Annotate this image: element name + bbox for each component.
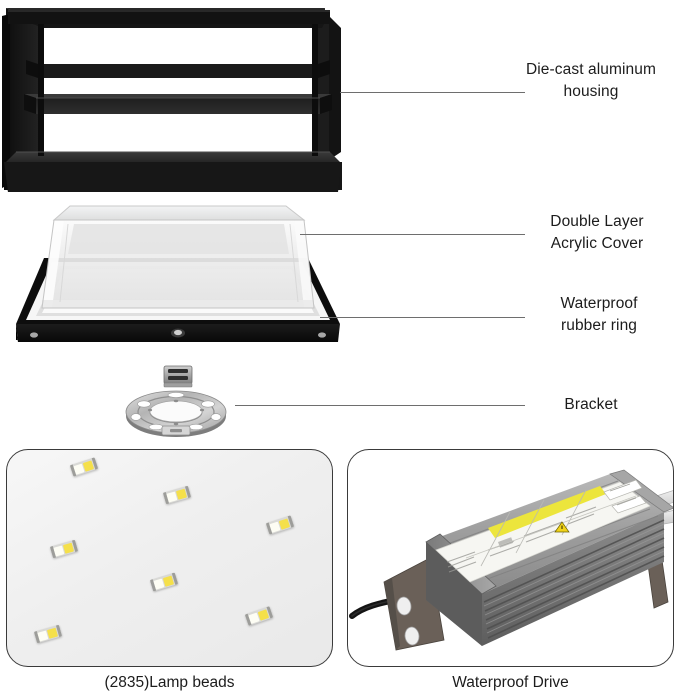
leader-line-acrylic-cover: [300, 234, 525, 235]
bracket-illustration: [125, 365, 227, 437]
lamp-bead: [69, 457, 99, 477]
leader-line-bracket: [235, 405, 525, 406]
driver-illustration: [349, 469, 673, 651]
bracket: [118, 360, 238, 445]
lamp-bead: [149, 572, 179, 592]
lamp-bead: [49, 539, 79, 559]
lamp-beads-panel: [6, 449, 333, 667]
housing-illustration: [2, 8, 342, 192]
waterproof-drive-caption: Waterproof Drive: [452, 674, 569, 691]
die-cast-aluminum-housing: [0, 2, 345, 198]
lamp-bead: [265, 515, 295, 535]
lamp-beads-caption: (2835)Lamp beads: [104, 674, 235, 691]
lamp-bead: [162, 485, 192, 505]
callout-bracket: Bracket: [564, 396, 618, 413]
lamp-bead: [244, 606, 274, 626]
cover-illustration: [16, 205, 340, 342]
callout-acrylic-cover: Double Layer Acrylic Cover: [550, 213, 644, 252]
callout-rubber-ring: Waterproof rubber ring: [560, 295, 638, 334]
waterproof-drive-panel: [347, 449, 674, 667]
lamp-bead: [33, 624, 63, 644]
acrylic-cover-assembly: [8, 196, 353, 361]
leader-line-housing: [340, 92, 525, 93]
leader-line-rubber-ring: [320, 317, 525, 318]
callout-housing: Die-cast aluminum housing: [525, 61, 657, 100]
